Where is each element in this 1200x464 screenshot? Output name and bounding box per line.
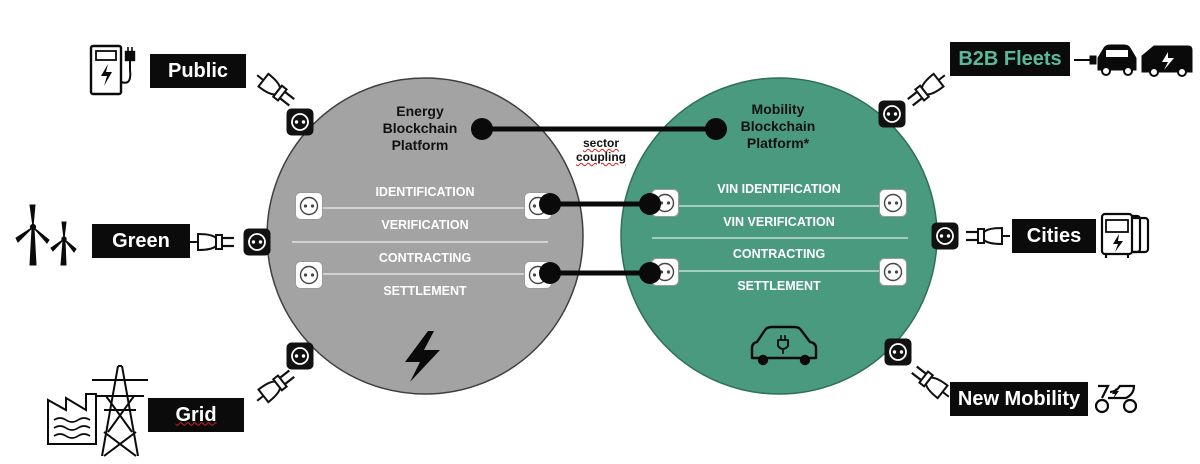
charging-station-icon	[89, 44, 136, 96]
energy-row-identification: IDENTIFICATION	[375, 185, 475, 199]
mobility-socket-2	[879, 189, 907, 217]
mobility-row-contracting: CONTRACTING	[732, 247, 826, 261]
sector-coupling-label: sector coupling	[566, 136, 636, 164]
cities-socket	[931, 222, 959, 250]
energy-title-line-2: Blockchain	[382, 120, 458, 136]
green-plug	[190, 232, 236, 252]
public-socket	[286, 108, 314, 136]
grid-socket	[286, 342, 314, 370]
mobility-title-line-2: Blockchain	[740, 118, 816, 134]
energy-row-contracting: CONTRACTING	[378, 251, 472, 265]
green-label: Green	[92, 224, 190, 258]
new-mobility-socket	[884, 338, 912, 366]
cities-plug	[964, 226, 1010, 246]
new-mobility-plug	[908, 362, 955, 405]
fleet-vehicles-icon	[1074, 44, 1193, 77]
mobility-row-settlement: SETTLEMENT	[737, 279, 821, 293]
energy-socket-1	[295, 192, 323, 220]
energy-title-line-1: Energy	[396, 103, 444, 119]
energy-row-verification: VERIFICATION	[381, 218, 469, 232]
scooter-icon	[1094, 384, 1138, 414]
coupling-line-2: coupling	[576, 150, 626, 164]
mobility-title-line-3: Platform*	[746, 135, 810, 151]
green-socket	[243, 228, 271, 256]
grid-label-text: Grid	[175, 403, 217, 426]
b2b-plug	[904, 67, 951, 110]
energy-title-line-3: Platform	[391, 137, 449, 153]
energy-socket-3	[295, 261, 323, 289]
grid-plug	[251, 366, 298, 409]
mobility-socket-4	[879, 258, 907, 286]
new-mobility-label: New Mobility	[950, 382, 1088, 416]
lightning-icon	[405, 331, 440, 382]
mobility-row-vin-identification: VIN IDENTIFICATION	[717, 182, 841, 196]
mobility-title-line-1: Mobility	[751, 101, 805, 117]
b2b-socket	[878, 100, 906, 128]
grid-label: Grid	[148, 398, 244, 432]
mobility-platform-title: Mobility Blockchain Platform*	[713, 101, 843, 152]
energy-row-settlement: SETTLEMENT	[383, 284, 467, 298]
wind-turbine-icon	[15, 204, 77, 266]
energy-platform-title: Energy Blockchain Platform	[355, 103, 485, 154]
public-plug	[251, 67, 298, 110]
cities-label: Cities	[1012, 219, 1096, 253]
city-bus-icon	[1100, 212, 1150, 258]
b2b-fleets-label: B2B Fleets	[950, 42, 1070, 76]
public-label: Public	[150, 54, 246, 88]
power-grid-icon	[47, 365, 148, 457]
mobility-row-vin-verification: VIN VERIFICATION	[723, 215, 835, 229]
coupling-line-1: sector	[582, 136, 620, 150]
ev-car-icon	[750, 325, 818, 366]
